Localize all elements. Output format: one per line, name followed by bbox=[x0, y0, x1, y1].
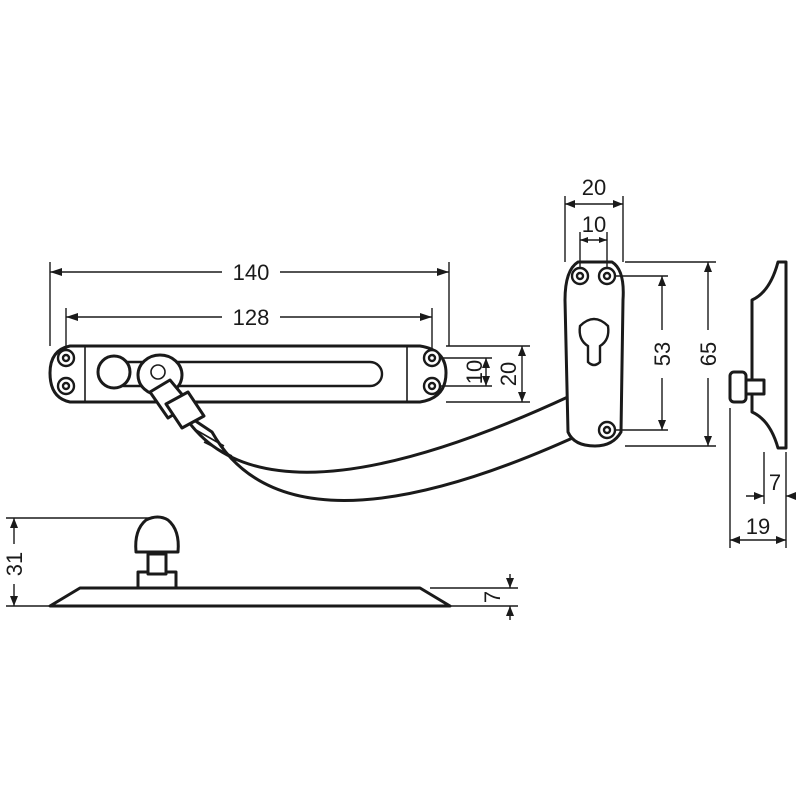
dim-side-19: 19 bbox=[746, 514, 770, 539]
dim-65: 65 bbox=[696, 342, 721, 366]
dim-receiver-10: 10 bbox=[582, 212, 606, 237]
side-view bbox=[728, 260, 788, 450]
dim-receiver-20: 20 bbox=[582, 175, 606, 200]
slide-plate-top-view bbox=[48, 344, 448, 404]
dim-front-7: 7 bbox=[480, 591, 505, 603]
dimension-lines bbox=[6, 196, 796, 620]
dim-53: 53 bbox=[650, 342, 675, 366]
dim-front-31: 31 bbox=[2, 552, 27, 576]
dim-bar-10: 10 bbox=[462, 360, 487, 384]
dim-bar-20: 20 bbox=[496, 362, 521, 386]
dimension-labels: 140 128 10 20 20 10 53 65 7 19 31 7 bbox=[2, 175, 781, 603]
receiver-plate bbox=[563, 260, 625, 448]
front-view bbox=[48, 515, 452, 608]
dim-128: 128 bbox=[233, 305, 270, 330]
dim-140: 140 bbox=[233, 260, 270, 285]
keyhole-slot bbox=[578, 317, 610, 367]
dim-side-7: 7 bbox=[769, 470, 781, 495]
